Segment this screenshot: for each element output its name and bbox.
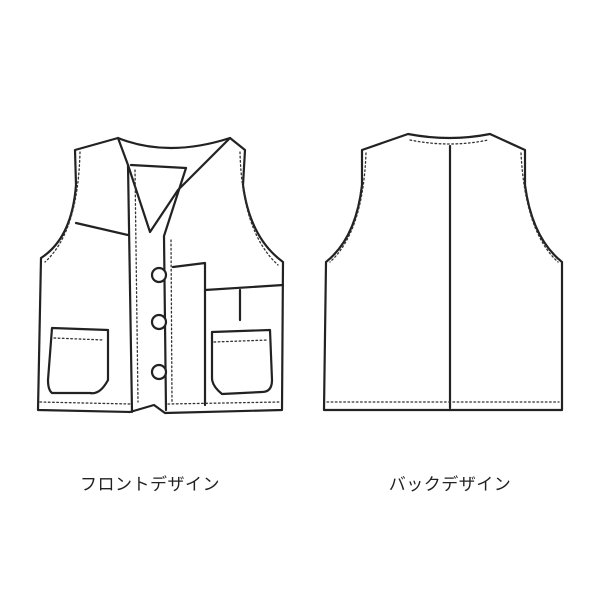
patch-seam-left: [74, 221, 130, 237]
left-armhole-stitch: [44, 151, 81, 263]
back-caption: バックデザイン: [388, 475, 512, 495]
back-left-armhole-stitch: [329, 152, 367, 263]
front-edge-stitch: [134, 169, 173, 403]
front-caption: フロントデザイン: [80, 475, 220, 495]
left-pocket-stitch: [53, 337, 105, 341]
front-vest-outline: [36, 136, 285, 415]
patch-seam-right-mid: [203, 283, 285, 292]
button-bottom: [150, 363, 168, 381]
back-view: バックデザイン: [300, 0, 600, 600]
right-pocket-stitch: [213, 339, 269, 343]
back-right-armhole-stitch: [520, 152, 559, 263]
back-vest-drawing: [322, 132, 564, 412]
button-top: [150, 266, 168, 284]
front-view: フロントデザイン: [36, 136, 285, 495]
back-neck-stitch: [409, 139, 489, 145]
left-pocket: [46, 326, 110, 395]
patch-seam-right: [171, 261, 207, 407]
right-armhole-stitch: [239, 151, 279, 266]
neck-facing: [129, 163, 188, 170]
collar-line: [116, 136, 232, 150]
back-vest-outline: [322, 132, 564, 412]
right-pocket: [210, 328, 274, 396]
front-vest-drawing: [36, 136, 285, 415]
hem-stitch: [39, 401, 281, 405]
left-lapel: [126, 163, 134, 414]
button-middle: [150, 313, 168, 331]
right-lapel: [162, 166, 188, 412]
